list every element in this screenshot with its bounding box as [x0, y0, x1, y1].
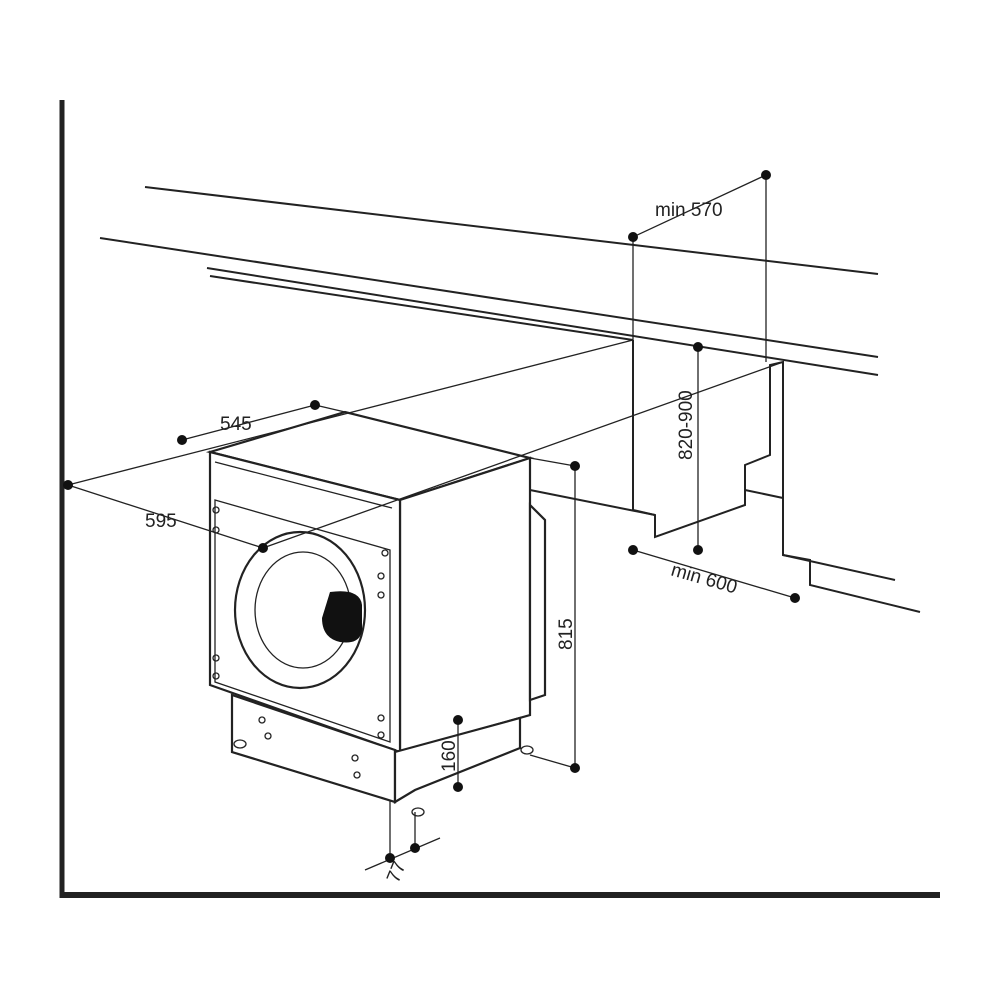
machine-side: [398, 456, 532, 754]
dimension-lines: [63, 170, 800, 871]
washing-machine: [205, 410, 547, 817]
label-160: 160: [439, 740, 460, 772]
worktop: [99, 186, 879, 376]
label-815: 815: [556, 618, 577, 650]
label-min-600: min 600: [669, 560, 740, 599]
label-min-570: min 570: [655, 200, 723, 221]
frame: [59, 100, 940, 898]
label-595: 595: [145, 511, 177, 532]
label-545: 545: [220, 414, 252, 435]
label-77: 77: [383, 858, 410, 885]
door-panel: [214, 499, 391, 743]
door-handle: [322, 591, 362, 643]
cabinet-recess: [529, 175, 921, 613]
label-820-900: 820-900: [676, 390, 697, 460]
